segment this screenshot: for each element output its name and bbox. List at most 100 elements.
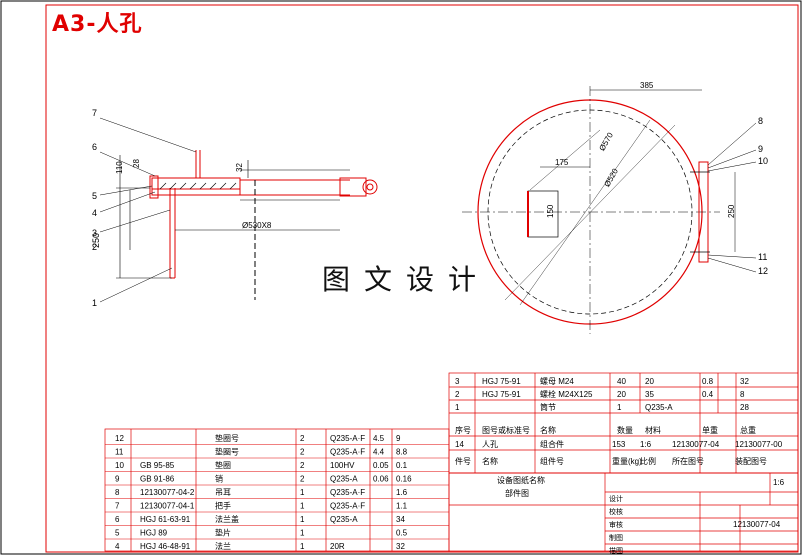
parts-right-header: 数量 (617, 425, 633, 435)
parts-left-cell: 34 (396, 515, 405, 524)
parts-left-cell: 4 (115, 542, 120, 551)
parts-left-cell: 0.1 (396, 461, 408, 470)
dim-32: 32 (235, 163, 244, 172)
parts-right-cell: 1 (455, 403, 460, 412)
dim-250-right: 250 (727, 204, 736, 218)
parts-left-cell: 8.8 (396, 448, 408, 457)
parts-left-cell: 2 (300, 448, 305, 457)
section-view (149, 150, 378, 300)
parts-left-cell: 12130077-04-2 (140, 488, 195, 497)
parts-right-cell: HGJ 75-91 (482, 390, 521, 399)
title-block-row-label: 设计 (609, 494, 623, 503)
assembly-header: 装配图号 (735, 456, 767, 466)
dim-385: 385 (640, 81, 654, 90)
callout-4: 4 (92, 208, 97, 218)
dim-530: Ø530X8 (242, 221, 272, 230)
parts-right-cell: 40 (617, 377, 626, 386)
parts-left-cell: GB 95-85 (140, 461, 175, 470)
assembly-header: 所在图号 (672, 456, 704, 466)
parts-right-cell: 1 (617, 403, 622, 412)
callout-5: 5 (92, 191, 97, 201)
callout-11: 11 (758, 252, 767, 262)
parts-left-cell: Q235-A·F (330, 448, 365, 457)
parts-right-cell: 0.4 (702, 390, 714, 399)
parts-left-cell: 2 (300, 475, 305, 484)
parts-left-cell: 吊耳 (215, 488, 231, 497)
callout-7: 7 (92, 108, 97, 118)
assembly-header: 重量(kg) (612, 456, 642, 466)
parts-left-cell: 0.06 (373, 475, 389, 484)
parts-left-cell: Q235-A (330, 515, 358, 524)
callout-10: 10 (758, 156, 768, 166)
assembly-header: 件号 (455, 456, 471, 466)
dim-phi570: Ø570 (597, 131, 615, 153)
callout-6: 6 (92, 142, 97, 152)
title-block-row-label: 制图 (609, 533, 623, 542)
parts-right-cell: 螺母 M24 (540, 376, 574, 386)
parts-left-cell: 7 (115, 502, 120, 511)
parts-left-cell: 1.1 (396, 502, 408, 511)
parts-right-cell: 28 (740, 403, 749, 412)
parts-left-cell: 20R (330, 542, 345, 551)
title-block-name2: 部件图 (505, 488, 529, 498)
parts-left-cell: 1.6 (396, 488, 408, 497)
assembly-header: 名称 (482, 456, 498, 466)
parts-left-cell: 11 (115, 448, 124, 457)
parts-left-cell: 10 (115, 461, 124, 470)
dim-phi520: Ø520 (602, 167, 620, 189)
assembly-cell: 153 (612, 440, 626, 449)
title-block-name1: 设备图纸名称 (497, 475, 545, 485)
title-block-scale: 1:6 (773, 478, 785, 487)
parts-left-cell: 法兰 (215, 541, 231, 551)
title-block-row-label: 校核 (609, 507, 623, 516)
parts-right-header: 材料 (645, 425, 661, 435)
dim-110: 110 (115, 161, 124, 174)
callout-9: 9 (758, 144, 763, 154)
assembly-cell: 14 (455, 440, 464, 449)
parts-right-cell: 32 (740, 377, 749, 386)
parts-left-cell: 0.16 (396, 475, 412, 484)
parts-left-cell: Q235-A·F (330, 502, 365, 511)
dim-250-left: 250 (91, 233, 101, 248)
assembly-cell: 人孔 (482, 440, 498, 449)
parts-right-cell: 35 (645, 390, 654, 399)
parts-right-header: 名称 (540, 425, 556, 435)
parts-left-cell: 1 (300, 542, 305, 551)
parts-left-cell: 垫圈 (215, 460, 231, 470)
parts-left-cell: 12130077-04-1 (140, 502, 195, 511)
parts-left-cell: 0.5 (396, 529, 408, 538)
assembly-cell: 组合件 (540, 439, 564, 449)
parts-left-cell: 1 (300, 502, 305, 511)
drawing-frame (45, 4, 799, 553)
callout-2: 2 (92, 242, 97, 252)
watermark-text: 图文设计 (322, 263, 491, 296)
parts-left-cell: 8 (115, 488, 120, 497)
parts-left-cell: 4.4 (373, 448, 385, 457)
parts-left-cell: 1 (300, 515, 305, 524)
title-block-row-label: 描图 (609, 546, 623, 555)
parts-left-cell: 12 (115, 434, 124, 443)
parts-left-cell: 0.05 (373, 461, 389, 470)
parts-left-cell: 6 (115, 515, 120, 524)
title-block-row-label: 审核 (609, 520, 623, 529)
parts-left-cell: HGJ 89 (140, 529, 168, 538)
dim-175: 175 (555, 158, 569, 167)
parts-left-cell: 2 (300, 434, 305, 443)
assembly-cell: 12130077-04 (672, 440, 720, 449)
parts-left-cell: HGJ 46-48-91 (140, 542, 191, 551)
parts-left-cell: 4.5 (373, 434, 385, 443)
title-block (448, 472, 799, 552)
parts-left-cell: HGJ 61-63-91 (140, 515, 191, 524)
parts-left-cell: 垫圈号 (215, 433, 239, 443)
assembly-cell: 1:6 (640, 440, 652, 449)
parts-right-cell: 3 (455, 377, 460, 386)
callout-1: 1 (92, 298, 97, 308)
assembly-header: 组件号 (540, 456, 564, 466)
parts-left-cell: Q235-A·F (330, 434, 365, 443)
parts-left-cell: 100HV (330, 461, 355, 470)
parts-left-cell: 32 (396, 542, 405, 551)
parts-right-cell: HGJ 75-91 (482, 377, 521, 386)
plan-view (462, 86, 736, 334)
assembly-header: 比例 (640, 456, 656, 466)
parts-left-cell: 2 (300, 461, 305, 470)
